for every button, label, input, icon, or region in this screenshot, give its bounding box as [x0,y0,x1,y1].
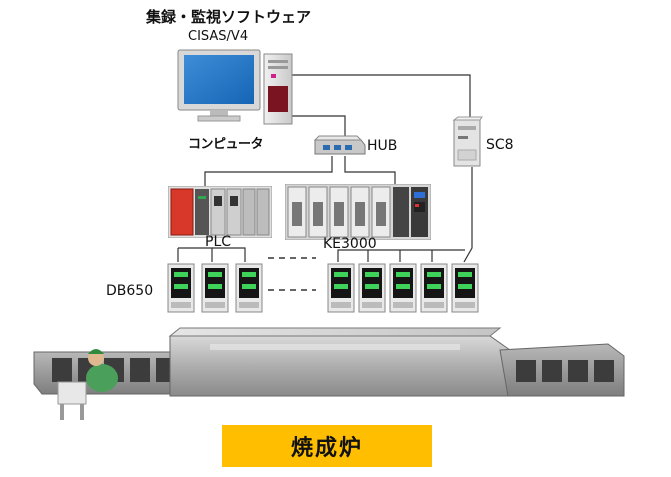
db650-controllers-left [167,263,263,313]
ke3000-label: KE3000 [323,236,377,252]
db650-controllers-right [327,263,479,313]
hub-label: HUB [367,138,398,154]
db650-label: DB650 [106,283,154,299]
worker-figure [57,349,118,420]
sc8-label: SC8 [486,137,514,153]
sc8-device-icon [452,116,483,167]
software-title: 集録・監視ソフトウェア [146,8,312,26]
plc-label: PLC [205,234,232,250]
hub-icon [313,135,366,155]
software-version: CISAS/V4 [188,29,249,44]
db650-controller [167,263,195,313]
ke3000-icon [285,184,431,240]
kiln-illustration [33,327,625,420]
kiln-label: 焼成炉 [222,425,432,467]
computer-label: コンピュータ [188,137,264,152]
computer-icon [177,49,293,125]
plc-icon [168,186,272,238]
